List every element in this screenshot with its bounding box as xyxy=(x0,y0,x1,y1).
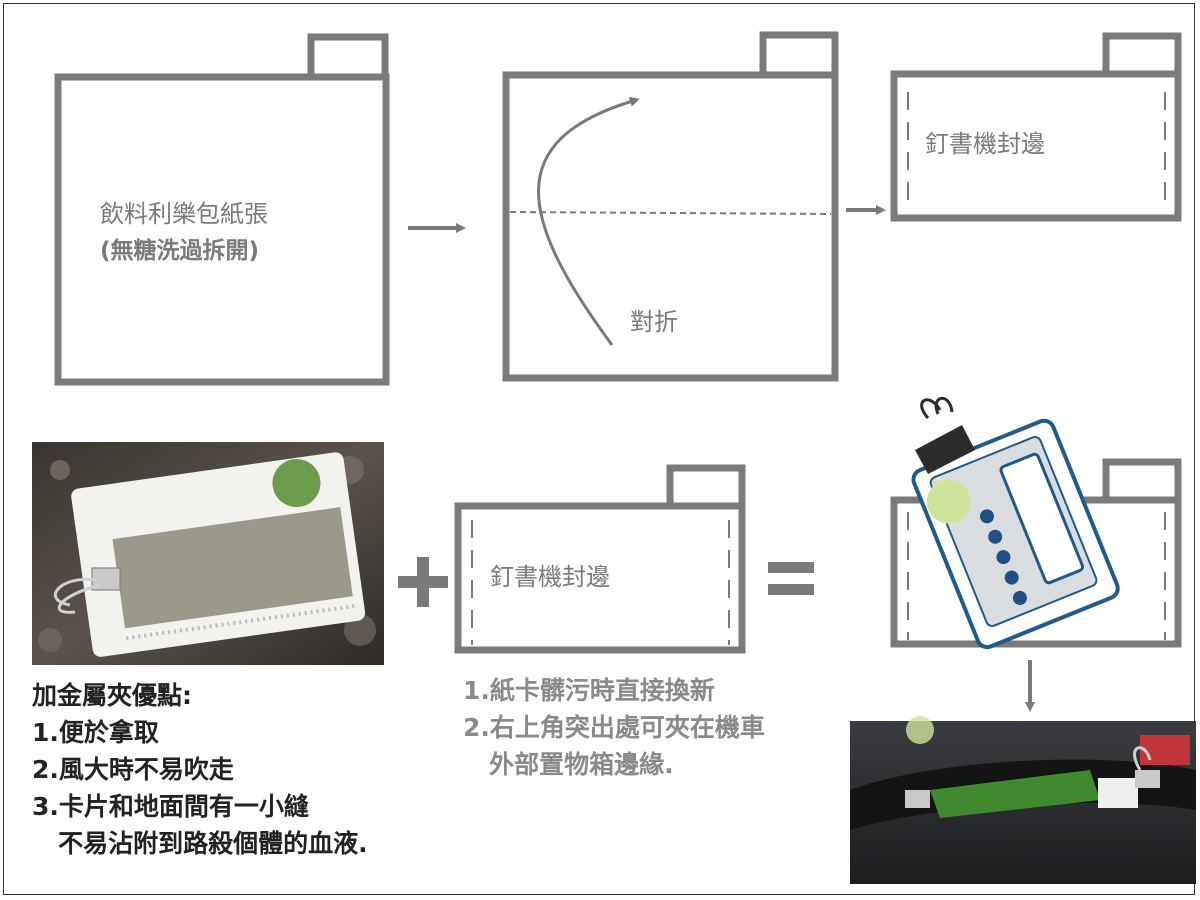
fold-line xyxy=(509,211,832,215)
staple-label-top: 釘書機封邊 xyxy=(925,130,1045,158)
plus-operator-icon xyxy=(398,557,448,607)
sleeve-notes: 1.紙卡髒污時直接換新 2.右上角突出處可夾在機車 外部置物箱邊緣. xyxy=(463,672,765,783)
panel-result xyxy=(890,396,1182,650)
staple-label-mid: 釘書機封邊 xyxy=(490,563,610,591)
sleeve-note-item: 2.右上角突出處可夾在機車 xyxy=(463,713,765,742)
id-card-icon xyxy=(911,418,1120,650)
paper-label-line2: (無糖洗過拆開) xyxy=(100,237,259,264)
equals-operator-icon xyxy=(768,562,814,595)
photo-card-window xyxy=(112,507,353,629)
advantage-item: 不易沾附到路殺個體的血液. xyxy=(32,829,368,858)
binder-clip-icon xyxy=(905,746,1160,808)
binder-clip-icon xyxy=(915,396,975,474)
logo-icon xyxy=(272,459,321,508)
paper-label-line1: 飲料利樂包紙張 xyxy=(100,200,268,228)
advantage-item: 2.風大時不易吹走 xyxy=(32,755,234,784)
panel-stapled-top: 釘書機封邊 xyxy=(890,32,1182,222)
clip-advantages: 加金屬夾優點: 1.便於拿取 2.風大時不易吹走 3.卡片和地面間有一小縫 不易… xyxy=(32,677,368,862)
panel-paper-sheet: 飲料利樂包紙張 (無糖洗過拆開) xyxy=(54,33,390,386)
fold-label: 對折 xyxy=(630,308,678,336)
fold-arrow-icon xyxy=(537,96,640,346)
sleeve-note-item: 外部置物箱邊緣. xyxy=(463,750,674,779)
advantages-title: 加金屬夾優點: xyxy=(32,681,192,710)
advantage-item: 3.卡片和地面間有一小縫 xyxy=(32,792,309,821)
panel-fold: 對折 xyxy=(502,31,839,382)
photo-card-on-scooter xyxy=(850,716,1196,884)
binder-clip-icon xyxy=(54,567,121,614)
sleeve-note-item: 1.紙卡髒污時直接換新 xyxy=(463,676,715,705)
photo-card-green xyxy=(930,770,1100,818)
photo-card-on-road xyxy=(32,442,384,665)
panel-stapled-mid: 釘書機封邊 xyxy=(454,464,746,654)
advantage-item: 1.便於拿取 xyxy=(32,718,159,747)
